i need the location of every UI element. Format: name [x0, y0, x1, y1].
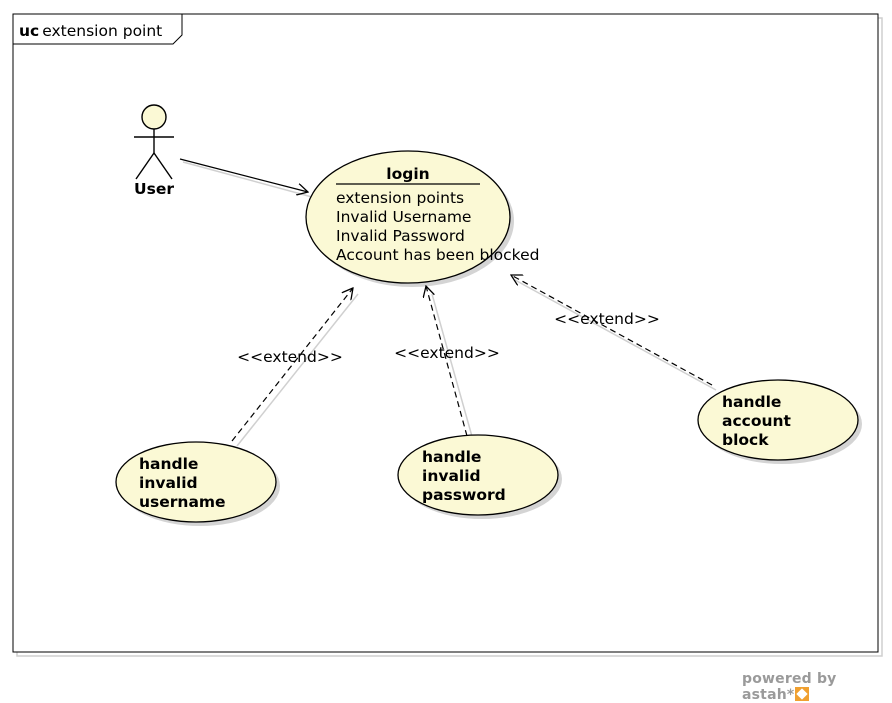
usecase-body [397, 434, 559, 516]
usecase-handle-account-block[interactable]: handle account block [697, 379, 862, 464]
usecase-handle-invalid-username[interactable]: handle invalid username [115, 441, 280, 526]
extension-point-item: Invalid Username [336, 208, 471, 226]
usecase-login[interactable]: login extension points Invalid Username … [305, 150, 539, 287]
extend-shadow [236, 293, 359, 447]
extension-point-item: Invalid Password [336, 227, 465, 245]
usecase-name-line: invalid [422, 467, 481, 485]
actor-user[interactable]: User [134, 104, 174, 198]
extend-shadow [431, 293, 474, 441]
usecase-name-line: account [722, 412, 792, 430]
powered-by-footer: powered by astah* [742, 671, 892, 703]
extend-handle-invalid-password[interactable] [426, 286, 468, 437]
usecase-body [697, 379, 859, 461]
footer-text: powered by astah* [742, 671, 837, 703]
association-shadow [182, 161, 313, 198]
astah-logo-icon [795, 687, 810, 701]
frame-name: extension point [42, 22, 162, 40]
extension-point-item: Account has been blocked [336, 246, 539, 264]
association-user-login[interactable] [179, 158, 308, 192]
actor-left-leg [135, 152, 155, 180]
usecase-name-line: block [722, 431, 769, 449]
extend-shadow [514, 279, 717, 391]
diagram-frame [12, 13, 879, 653]
extend-label: <<extend>> [237, 348, 343, 366]
frame-tab [13, 14, 183, 45]
extend-handle-account-block[interactable] [511, 275, 713, 386]
usecase-body [115, 441, 277, 523]
actor-right-leg [153, 152, 173, 180]
extend-label: <<extend>> [554, 310, 660, 328]
extend-handle-invalid-username[interactable] [231, 288, 353, 442]
frame-kind: uc [19, 22, 39, 40]
usecase-name-line: handle [139, 455, 198, 473]
usecase-name-line: handle [422, 448, 481, 466]
usecase-name-line: handle [722, 393, 781, 411]
usecase-name-line: password [422, 486, 506, 504]
usecase-handle-invalid-password[interactable]: handle invalid password [397, 434, 562, 519]
usecase-login-name: login [386, 165, 429, 183]
extend-label: <<extend>> [394, 344, 500, 362]
actor-name: User [134, 180, 174, 198]
usecase-name-line: invalid [139, 474, 198, 492]
usecase-name-line: username [139, 493, 226, 511]
extension-points-header: extension points [336, 189, 464, 207]
actor-head [141, 104, 167, 130]
